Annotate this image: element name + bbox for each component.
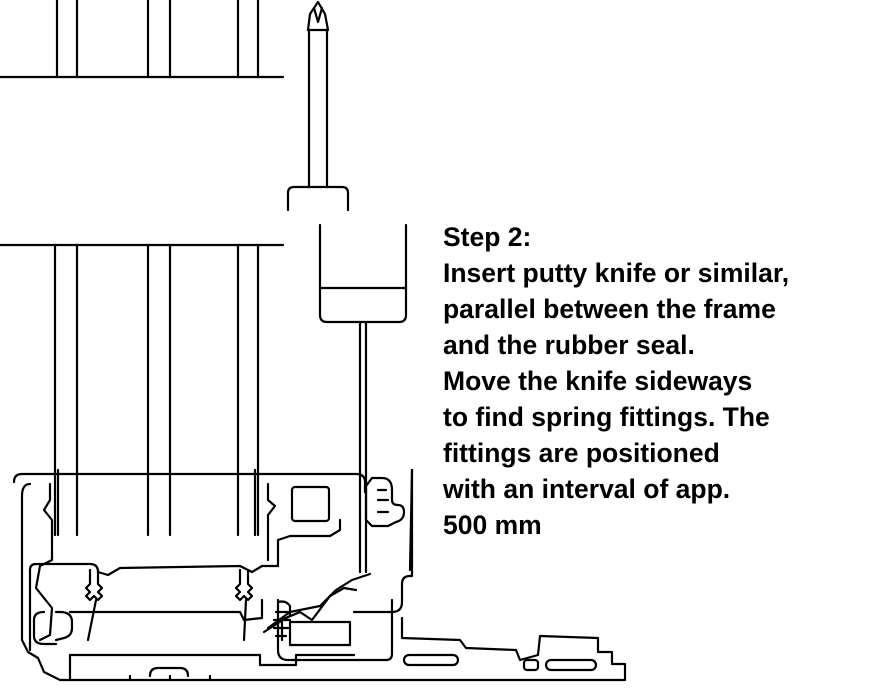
instruction-line: and the rubber seal. <box>443 330 695 360</box>
spring-fitting <box>262 572 372 642</box>
upper-glass-panel <box>0 0 285 79</box>
instruction-line: Move the knife sideways <box>443 366 753 396</box>
frame-profile <box>12 468 627 682</box>
rubber-seal <box>32 476 406 646</box>
step-title: Step 2: <box>443 222 532 252</box>
instruction-line: parallel between the frame <box>443 294 776 324</box>
instruction-line: to find spring fittings. The <box>443 402 770 432</box>
instruction-line: with an interval of app. <box>443 474 731 504</box>
instruction-line: Insert putty knife or similar, <box>443 258 790 288</box>
instruction-line: fittings are positioned <box>443 438 720 468</box>
screwdriver-icon <box>286 0 350 212</box>
putty-knife-icon <box>318 223 408 574</box>
instruction-line: 500 mm <box>443 510 542 540</box>
instruction-caption: Step 2: Insert putty knife or similar, p… <box>443 219 873 543</box>
lower-glass-panel <box>0 243 285 537</box>
